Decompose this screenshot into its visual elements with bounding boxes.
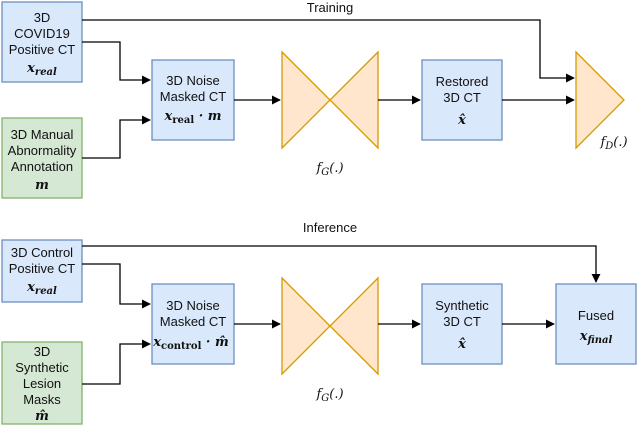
inference-fused-box: Fused xfinal (555, 283, 637, 365)
training-input-line-1: 3D (34, 10, 51, 25)
edge-masks-to-masked (82, 339, 151, 385)
training-restored-box: Restored 3D CT x̂ (421, 59, 503, 141)
training-discriminator: fD(.) (575, 50, 628, 152)
inference-input-ct-box: 3D Control Positive CT xreal (1, 239, 83, 303)
training-input-ct-box: 3D COVID19 Positive CT xreal (1, 1, 83, 83)
inference-input-line-1: 3D Control (11, 245, 73, 260)
training-discriminator-label: fD(.) (599, 135, 627, 152)
restored-line-2: 3D CT (443, 90, 481, 105)
training-edges (82, 19, 575, 159)
training-masked-ct-box: 3D Noise Masked CT xreal · m (151, 59, 235, 141)
training-generator-label: fG(.) (315, 161, 343, 178)
edge-annotation-to-masked (82, 115, 151, 159)
synthetic-math: x̂ (457, 337, 466, 352)
training-annotation-box: 3D Manual Abnormality Annotation m (1, 117, 83, 199)
masks-line-4: Masks (23, 392, 61, 407)
inference-generator: fG(.) (281, 276, 379, 404)
training-masked-line-2: Masked CT (160, 89, 227, 104)
edge-input-to-masked (82, 41, 151, 85)
restored-math: x̂ (457, 113, 466, 128)
synthetic-line-1: Synthetic (435, 298, 489, 313)
restored-line-1: Restored (436, 74, 489, 89)
annotation-line-2: Abnormality (8, 143, 77, 158)
edge-input-to-discriminator (82, 19, 575, 83)
masks-line-1: 3D (34, 344, 51, 359)
inference-title: Inference (303, 220, 357, 235)
inference-edges (82, 245, 601, 385)
inference-synthetic-box: Synthetic 3D CT x̂ (421, 283, 503, 365)
training-title: Training (307, 0, 353, 15)
masks-math: m̂ (35, 409, 49, 424)
edge-control-to-masked (82, 263, 151, 309)
training-masked-line-1: 3D Noise (166, 73, 219, 88)
edge-control-to-fused (82, 245, 601, 283)
annotation-math: m (35, 178, 49, 193)
fused-line-1: Fused (578, 308, 614, 323)
training-generator: fG(.) (281, 50, 379, 178)
inference-masks-box: 3D Synthetic Lesion Masks m̂ (1, 341, 83, 425)
inference-masked-line-2: Masked CT (160, 314, 227, 329)
inference-masked-ct-box: 3D Noise Masked CT xcontrol · m̂ (151, 283, 235, 365)
inference-generator-label: fG(.) (315, 387, 343, 404)
annotation-line-3: Annotation (11, 159, 73, 174)
inference-masked-line-1: 3D Noise (166, 298, 219, 313)
annotation-line-1: 3D Manual (11, 127, 74, 142)
training-input-line-2: COVID19 (14, 26, 70, 41)
synthetic-line-2: 3D CT (443, 314, 481, 329)
training-input-line-3: Positive CT (9, 42, 76, 57)
masks-line-2: Synthetic (15, 360, 69, 375)
inference-input-line-2: Positive CT (9, 261, 76, 276)
masks-line-3: Lesion (23, 376, 61, 391)
